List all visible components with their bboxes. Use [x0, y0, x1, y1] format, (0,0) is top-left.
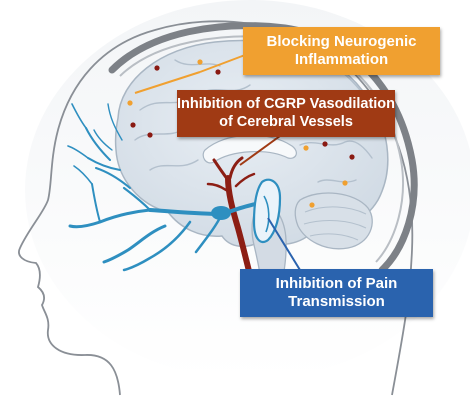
callout-pain-line1: Inhibition of Pain [275, 275, 398, 293]
callout-pain-transmission: Inhibition of Pain Transmission [240, 269, 433, 317]
trigeminal-ganglion-icon [211, 206, 231, 220]
callout-cgrp-line1: Inhibition of CGRP Vasodilation [176, 96, 396, 113]
leader-line-pain [267, 217, 301, 271]
callout-neurogenic-inflammation: Blocking Neurogenic Inflammation [243, 27, 440, 75]
leader-line-cgrp [239, 135, 281, 166]
callout-neurogenic-line2: Inflammation [294, 51, 389, 68]
callout-pain-line2: Transmission [288, 293, 385, 310]
leader-line-neurogenic [199, 54, 246, 73]
leader-line-neurogenic-2 [134, 71, 201, 94]
callout-cgrp-vasodilation: Inhibition of CGRP Vasodilation of Cereb… [177, 90, 395, 137]
callout-neurogenic-line1: Blocking Neurogenic [266, 33, 417, 51]
trigeminal-nerve-icon [67, 103, 258, 272]
callout-cgrp-line2: of Cerebral Vessels [219, 113, 353, 130]
